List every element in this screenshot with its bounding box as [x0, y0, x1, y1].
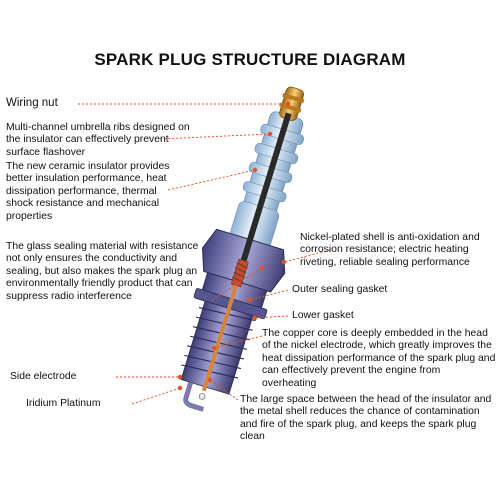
label-iridium-platinum: Iridium Platinum: [26, 398, 101, 409]
label-umbrella-ribs: Multi-channel umbrella ribs designed on …: [6, 122, 190, 158]
label-ceramic-insulator: The new ceramic insulator provides bette…: [6, 161, 170, 222]
wiring-nut-shape: [279, 86, 305, 121]
label-outer-gasket: Outer sealing gasket: [292, 284, 388, 295]
label-glass-sealing: The glass sealing material with resistan…: [6, 241, 199, 302]
label-lower-gasket: Lower gasket: [292, 310, 354, 321]
leader-lines: [78, 103, 331, 405]
label-nickel-shell: Nickel-plated shell is anti-oxidation an…: [300, 232, 480, 268]
label-copper-core: The copper core is deeply embedded in th…: [262, 328, 496, 389]
center-conductor-shape: [201, 112, 292, 392]
label-large-space: The large space between the head of the …: [240, 394, 492, 443]
side-electrode-shape: [183, 381, 205, 412]
label-side-electrode: Side electrode: [10, 371, 77, 382]
leader-dots: [177, 101, 291, 391]
diagram-title: SPARK PLUG STRUCTURE DIAGRAM: [94, 50, 406, 69]
label-wiring-nut: Wiring nut: [6, 97, 58, 109]
